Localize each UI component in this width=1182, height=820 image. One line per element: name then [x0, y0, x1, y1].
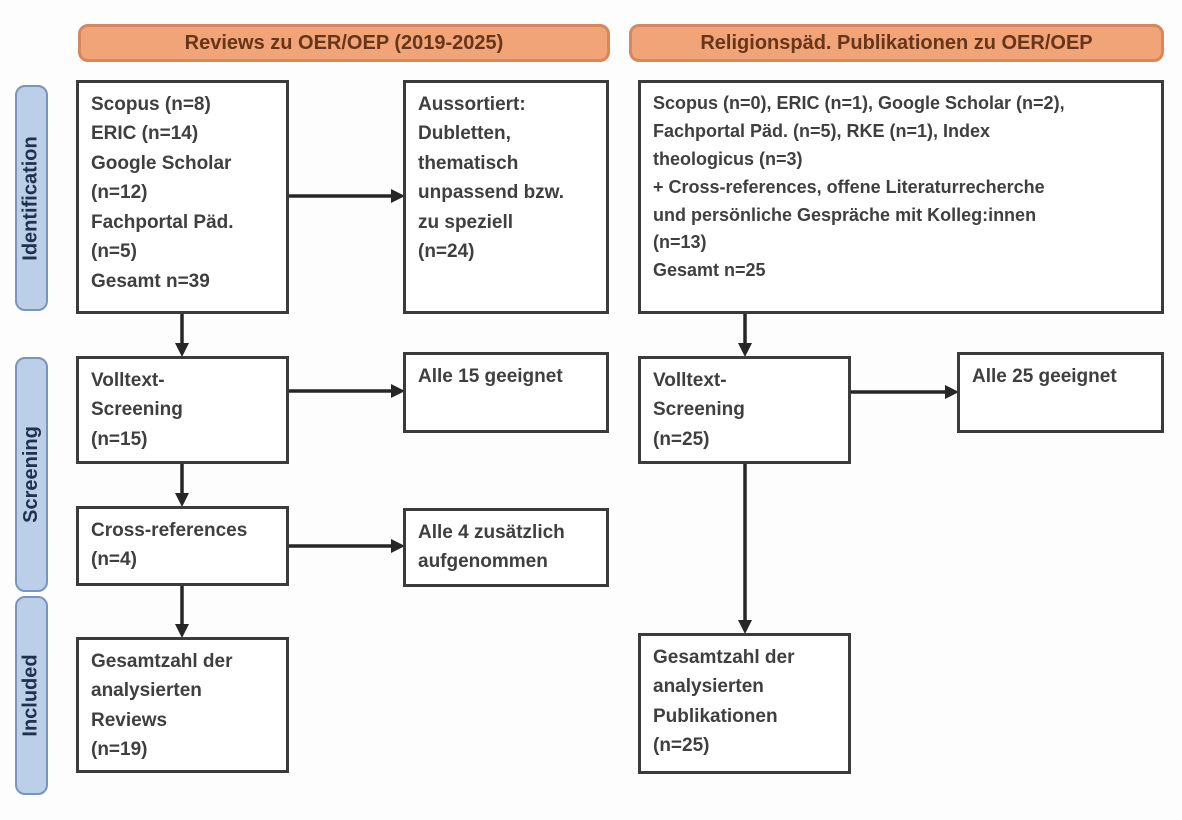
header-religionspaed: Religionspäd. Publikationen zu OER/OEP: [629, 24, 1164, 62]
arrow-left-sources-to-excluded: [289, 189, 405, 203]
arrow-left-fulltext-to-result: [289, 384, 405, 398]
arrow-left-crossref-to-included: [175, 586, 189, 638]
header-reviews-label: Reviews zu OER/OEP (2019-2025): [184, 31, 504, 54]
box-right-identification-sources: Scopus (n=0), ERIC (n=1), Google Scholar…: [638, 80, 1164, 314]
arrow-left-crossref-to-result: [289, 539, 405, 553]
box-right-included-total: Gesamtzahl der analysierten Publikatione…: [638, 633, 851, 774]
box-left-excluded-records: Aussortiert: Dubletten, thematisch unpas…: [403, 80, 609, 314]
stage-label-identification-text: Identification: [20, 135, 43, 261]
arrow-left-fulltext-to-crossref: [175, 464, 189, 507]
box-left-fulltext-result: Alle 15 geeignet: [403, 352, 609, 433]
header-religionspaed-label: Religionspäd. Publikationen zu OER/OEP: [700, 31, 1093, 54]
stage-label-identification: Identification: [15, 85, 48, 311]
arrow-left-sources-to-fulltext: [175, 314, 189, 357]
header-reviews: Reviews zu OER/OEP (2019-2025): [78, 24, 610, 62]
stage-label-included: Included: [15, 596, 48, 795]
box-left-identification-sources: Scopus (n=8) ERIC (n=14) Google Scholar …: [76, 80, 289, 314]
box-right-fulltext-result: Alle 25 geeignet: [957, 352, 1164, 433]
box-left-cross-references: Cross-references (n=4): [76, 506, 289, 586]
arrow-right-sources-to-fulltext: [738, 314, 752, 357]
stage-label-screening-text: Screening: [20, 426, 43, 523]
box-left-crossref-result: Alle 4 zusätzlich aufgenommen: [403, 508, 609, 587]
box-left-included-total: Gesamtzahl der analysierten Reviews (n=1…: [76, 637, 289, 773]
stage-label-included-text: Included: [20, 654, 43, 737]
arrow-right-fulltext-to-included: [738, 464, 752, 634]
stage-label-screening: Screening: [15, 357, 48, 592]
box-right-fulltext-screening: Volltext- Screening (n=25): [638, 356, 851, 464]
arrow-right-fulltext-to-result: [851, 385, 959, 399]
box-left-fulltext-screening: Volltext- Screening (n=15): [76, 356, 289, 464]
